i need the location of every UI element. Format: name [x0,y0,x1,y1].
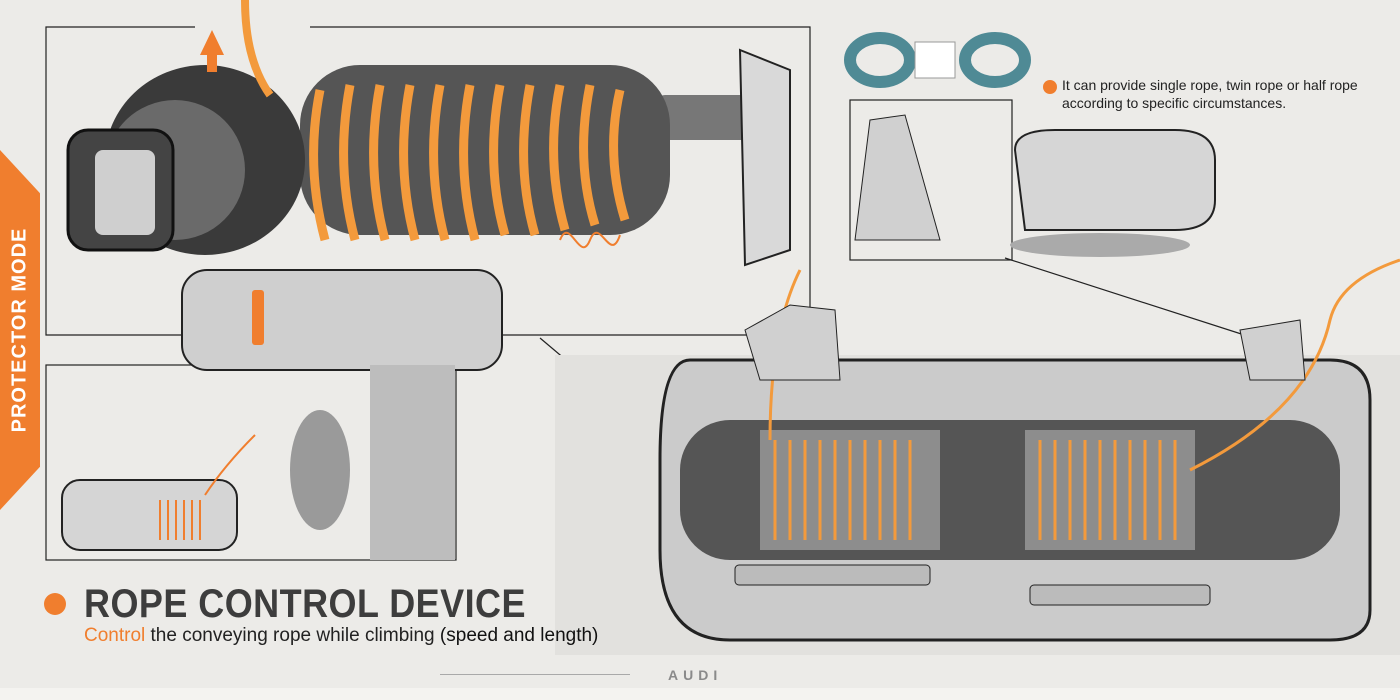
note-bullet [1043,80,1057,94]
brand-label: AUDI [668,667,723,683]
rope-control-device-cutaway [555,258,1400,655]
rope-coil-image [844,32,1031,88]
page-subtitle: Control the conveying rope while climbin… [84,625,598,647]
page-title: ROPE CONTROL DEVICE [84,582,526,626]
side-view-sketch [854,114,1216,257]
rope-note: It can provide single rope, twin rope or… [1062,77,1358,111]
subtitle-highlight: Control [84,625,146,646]
mode-label: PROTECTOR MODE [8,227,31,433]
brand-divider [440,674,630,675]
subtitle-parenthetical: (speed and length) [439,625,599,646]
subtitle-text: the conveying rope while climbing [145,625,440,646]
rope-drum-device-sketch [66,0,791,371]
mode-side-tab: PROTECTOR MODE [0,150,40,510]
title-bullet [44,593,66,615]
small-drum-sketch [61,365,455,560]
footer-band [0,688,1400,700]
